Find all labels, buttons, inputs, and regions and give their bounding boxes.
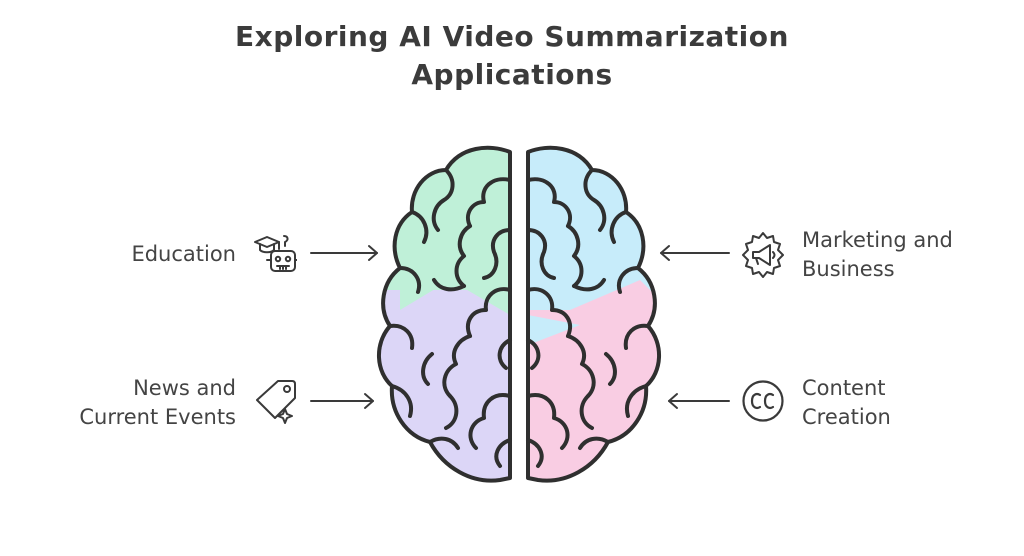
content-arrow xyxy=(668,393,730,409)
education-arrow xyxy=(310,245,378,261)
marketing-arrow xyxy=(660,245,730,261)
content-label: Content Creation xyxy=(802,376,891,429)
title-line-2: Applications xyxy=(411,58,613,91)
news-label: News and Current Events xyxy=(79,376,236,429)
diagram-title: Exploring AI Video Summarization Applica… xyxy=(0,18,1024,94)
megaphone-badge-icon xyxy=(742,232,784,278)
closed-captions-icon xyxy=(742,380,784,422)
marketing-label: Marketing and Business xyxy=(802,228,953,281)
education-label: Education xyxy=(131,242,236,266)
tag-sparkle-icon xyxy=(256,380,296,424)
graduation-robot-icon xyxy=(254,235,297,272)
left-hemisphere-fill xyxy=(378,147,510,481)
news-arrow xyxy=(310,393,374,409)
title-line-1: Exploring AI Video Summarization xyxy=(235,20,789,53)
brain-illustration xyxy=(376,145,662,483)
right-hemisphere-fill xyxy=(528,147,660,481)
